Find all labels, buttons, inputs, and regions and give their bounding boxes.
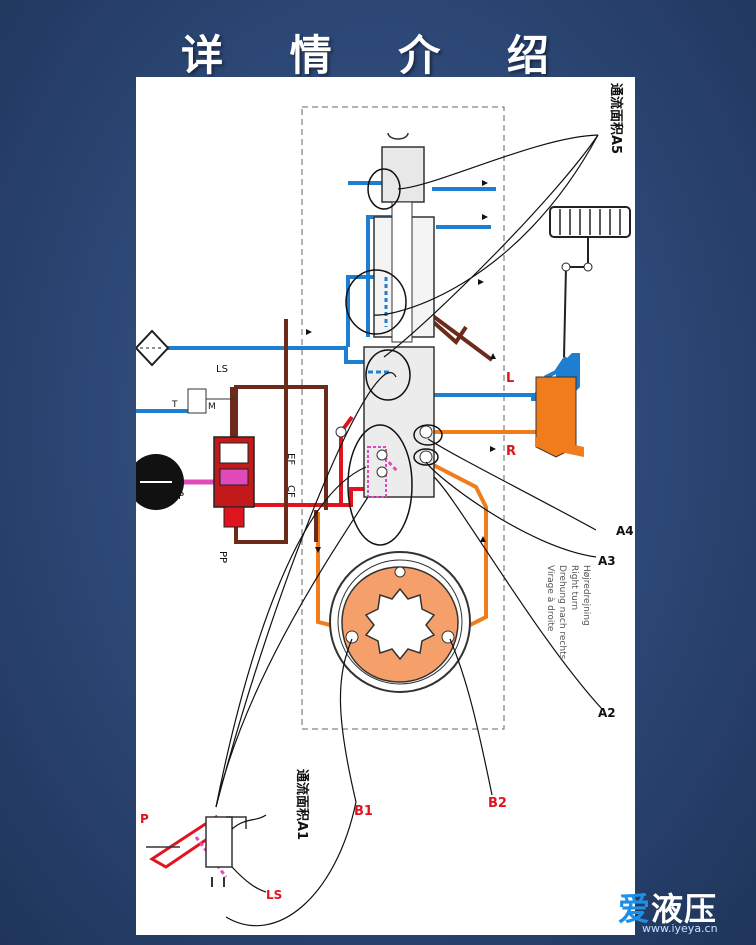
- label-p-left: P: [140, 812, 149, 826]
- label-r: R: [506, 444, 516, 459]
- drain-lines: [230, 275, 494, 544]
- right-turn-text-0: Højredrejning: [581, 565, 591, 626]
- label-b1: B1: [354, 804, 373, 819]
- leader-lines: [215, 134, 603, 927]
- label-ls-left: LS: [266, 888, 282, 902]
- zoom-marker-top: [345, 269, 407, 335]
- zoom-marker-mid: [365, 349, 411, 401]
- zoom-marker-a4: [413, 424, 443, 446]
- label-t: T: [171, 400, 178, 410]
- right-turn-text-1: Right turn: [569, 565, 579, 610]
- right-turn-text-3: Virage à droite: [545, 565, 555, 632]
- valve-spool-mid: [219, 468, 249, 486]
- diagram-panel: 通流面积A5 通流面积A1 A4 A3 A2 B1 B2 L R P LS P …: [136, 77, 635, 935]
- valve-spool-top: [219, 442, 249, 464]
- brand-name-part1: 爱: [618, 890, 652, 928]
- flow-arrows: [306, 180, 496, 553]
- label-p-pump: P: [178, 491, 184, 502]
- brand-name-part2: 液压: [651, 890, 718, 928]
- tank-lines: [136, 181, 568, 413]
- zoom-marker-a3: [413, 448, 439, 466]
- label-m: M: [208, 402, 216, 412]
- steering-column-head: [381, 146, 425, 203]
- inset-valve-detail: [146, 814, 267, 893]
- label-a3: A3: [598, 554, 616, 568]
- cylinder-rod: [536, 437, 584, 457]
- label-a1: 通流面积A1: [294, 769, 310, 840]
- label-a5: 通流面积A5: [608, 83, 624, 154]
- label-b2: B2: [488, 796, 507, 811]
- label-a4: A4: [616, 524, 634, 538]
- rotation-arrow-icon: [387, 132, 409, 140]
- page-title: 详 情 介 绍: [181, 31, 575, 80]
- valve-body: [363, 346, 435, 498]
- brand-url: www.iyeya.cn: [642, 922, 718, 935]
- brand-logo: 爱液压 www.iyeya.cn: [618, 884, 748, 938]
- label-cf: CF: [285, 485, 296, 498]
- unit-outline: [301, 106, 505, 730]
- label-pp: PP: [217, 551, 228, 563]
- valve-spool-bottom: [223, 506, 245, 528]
- spool: [391, 201, 413, 343]
- right-turn-text-2: Drehung nach rechts: [557, 565, 567, 660]
- hydraulic-steering-diagram: 通流面积A5 通流面积A1 A4 A3 A2 B1 B2 L R P LS P …: [136, 83, 634, 927]
- shuttle-valve: [187, 388, 207, 414]
- label-a2: A2: [598, 706, 616, 720]
- label-ls: LS: [216, 364, 228, 375]
- label-l: L: [506, 371, 514, 386]
- gerotor-star: [364, 587, 436, 661]
- label-ef: EF: [285, 453, 296, 465]
- zoom-marker-a1: [347, 424, 413, 546]
